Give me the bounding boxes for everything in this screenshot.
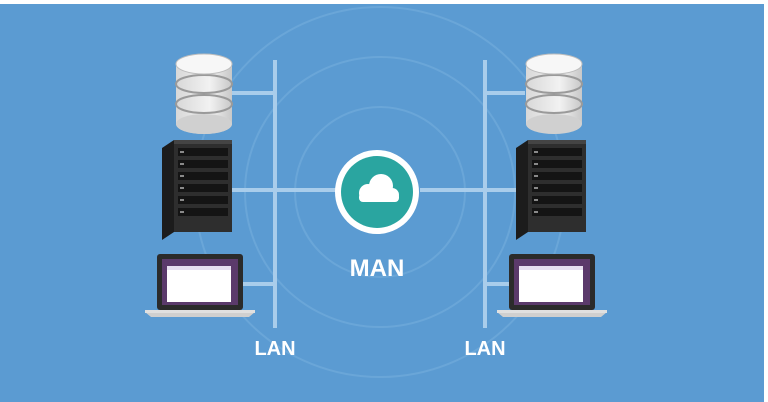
left-lan-label: LAN	[254, 338, 295, 360]
man-label: MAN	[350, 255, 405, 282]
database-icon	[525, 53, 583, 134]
network-links	[230, 60, 525, 328]
server-rack-icon	[516, 140, 586, 240]
laptop-icon	[145, 254, 255, 317]
database-icon	[175, 53, 233, 134]
man-hub	[335, 150, 419, 234]
laptop-icon	[497, 254, 607, 317]
right-lan-label: LAN	[464, 338, 505, 360]
cloud-icon	[359, 174, 399, 202]
server-rack-icon	[162, 140, 232, 240]
